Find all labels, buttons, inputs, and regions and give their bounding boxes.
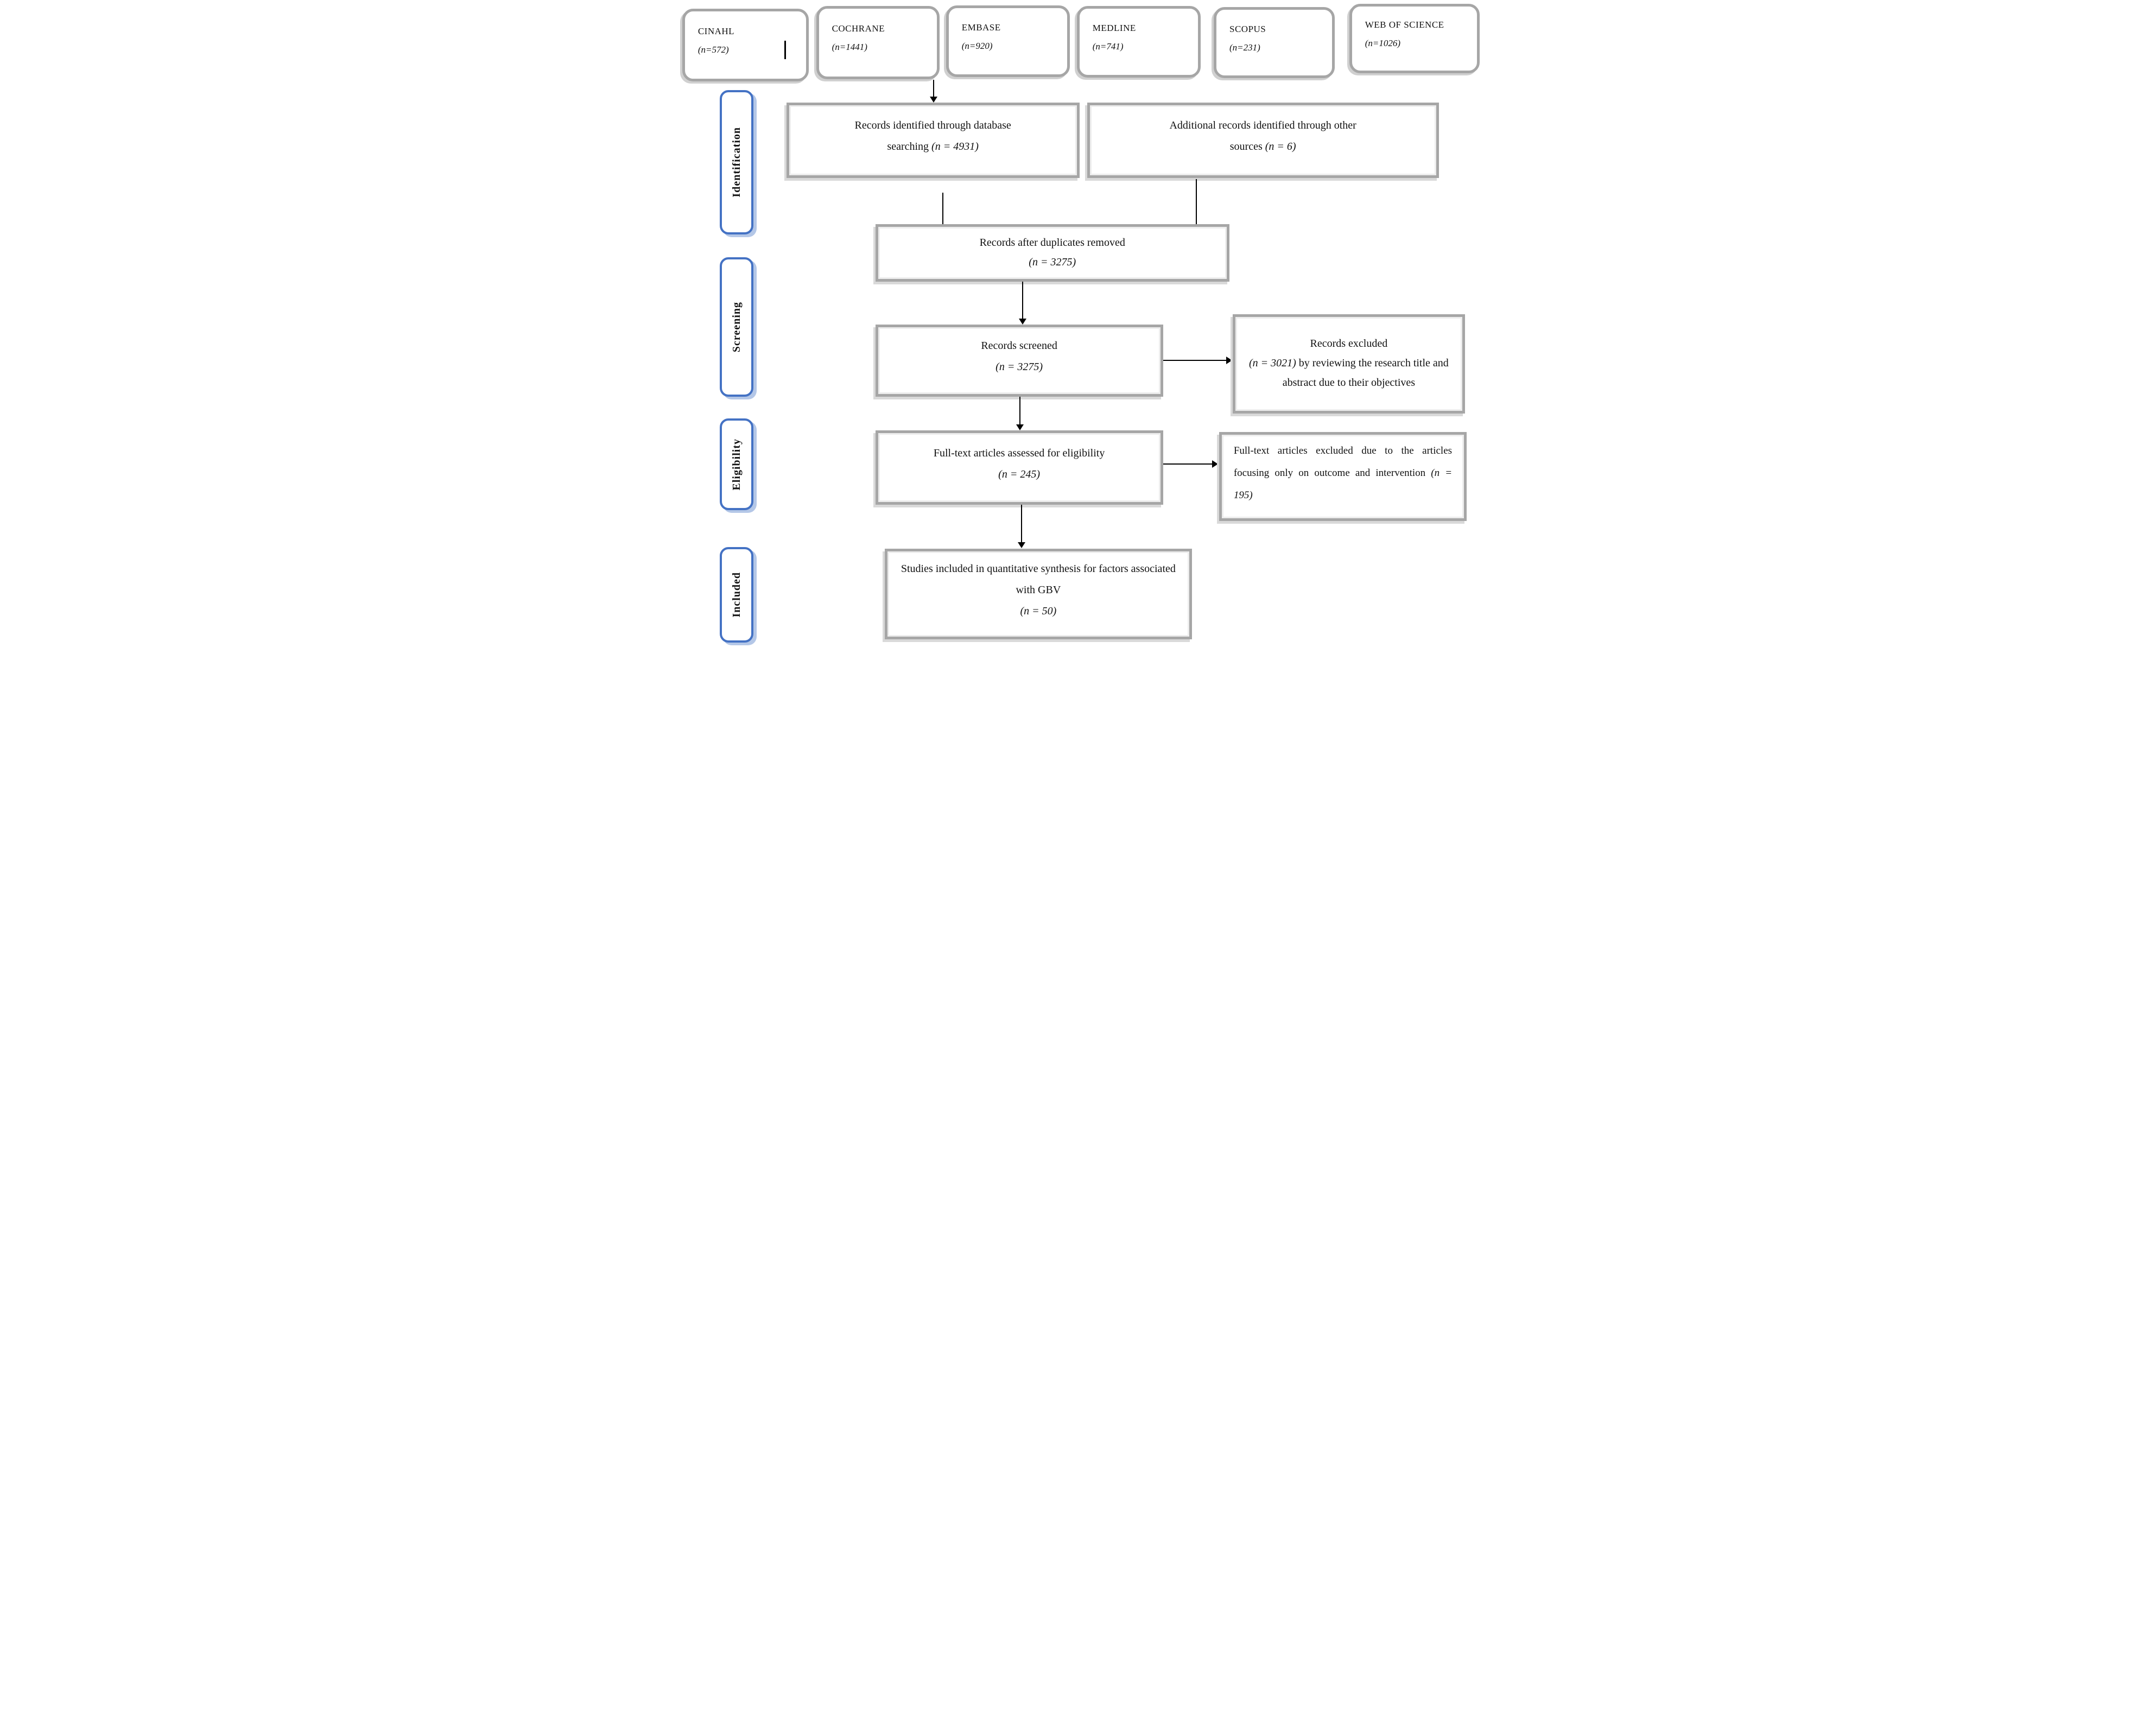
stage-label-text: Eligibility [730, 438, 743, 491]
box-text-line: Full-text articles assessed for eligibil… [933, 447, 1105, 459]
box-text: Full-text articles assessed for eligibil… [925, 440, 1114, 496]
box-duplicates-removed: Records after duplicates removed (n = 32… [875, 224, 1229, 282]
box-records-identified: Records identified through database sear… [786, 103, 1080, 178]
arrow-duplicates-to-screened [1022, 281, 1023, 324]
cursor-line [784, 41, 786, 59]
box-text-line: Full-text articles excluded due to the a… [1233, 445, 1453, 479]
box-records-excluded: Records excluded (n = 3021) by reviewing… [1232, 314, 1465, 414]
box-text-line: Records identified through database [854, 119, 1011, 132]
arrow-screened-to-fulltext [1019, 396, 1020, 429]
arrow-databases-to-identified [933, 79, 935, 102]
box-text-line: Records excluded [1310, 338, 1388, 350]
box-text-line: sources [1229, 141, 1263, 153]
box-count: (n = 3275) [1029, 256, 1076, 268]
box-additional-records: Additional records identified through ot… [1087, 103, 1439, 178]
box-text-line: by reviewing the research title and abst… [1282, 357, 1449, 389]
db-count: (n=1026) [1365, 38, 1400, 49]
box-count: (n = 6) [1265, 141, 1296, 153]
stage-label-text: Identification [730, 127, 743, 198]
db-box-cochrane: COCHRANE (n=1441) [816, 5, 940, 79]
db-count: (n=231) [1229, 42, 1260, 53]
db-box-medline: MEDLINE (n=741) [1076, 5, 1201, 78]
db-count: (n=572) [697, 44, 729, 55]
db-name: CINAHL [697, 26, 735, 36]
box-count: (n = 245) [998, 468, 1040, 480]
box-text-line: Records screened [981, 340, 1057, 352]
box-text: Records identified through database sear… [846, 112, 1020, 168]
box-count: (n = 4931) [931, 141, 979, 153]
db-box-embase: EMBASE (n=920) [946, 5, 1070, 78]
line-additional-to-duplicates [1196, 179, 1197, 224]
stage-label-text: Included [730, 571, 743, 618]
db-count: (n=1441) [832, 42, 867, 53]
db-name: COCHRANE [832, 23, 885, 34]
box-text: Additional records identified through ot… [1161, 112, 1365, 168]
line-identified-to-duplicates [942, 192, 943, 224]
box-count: (n = 3021) [1248, 357, 1296, 370]
db-box-scopus: SCOPUS (n=231) [1214, 7, 1335, 79]
stage-label-included: Included [720, 547, 753, 643]
arrow-fulltext-to-included [1020, 505, 1022, 547]
stage-label-identification: Identification [720, 90, 753, 234]
stage-label-text: Screening [730, 302, 743, 353]
box-text-line: searching [887, 141, 929, 153]
db-name: EMBASE [961, 22, 1001, 33]
box-records-screened: Records screened (n = 3275) [875, 324, 1163, 397]
db-count: (n=920) [961, 40, 993, 51]
prisma-flow-diagram: CINAHL (n=572) COCHRANE (n=1441) EMBASE … [674, 0, 1482, 648]
box-count: (n = 195) [1233, 467, 1453, 501]
box-count: (n = 3275) [995, 361, 1043, 373]
db-name: WEB OF SCIENCE [1365, 20, 1444, 30]
box-text-line: Records after duplicates removed [979, 236, 1125, 249]
stage-label-eligibility: Eligibility [720, 418, 753, 511]
box-text: Full-text articles excluded due to the a… [1222, 438, 1464, 514]
box-fulltext-excluded: Full-text articles excluded due to the a… [1219, 431, 1467, 521]
db-box-cinahl: CINAHL (n=572) [682, 8, 809, 82]
db-name: SCOPUS [1229, 23, 1266, 34]
box-text: Records excluded (n = 3021) by reviewing… [1235, 331, 1462, 397]
box-text: Records screened (n = 3275) [972, 332, 1066, 389]
box-text: Studies included in quantitative synthes… [887, 555, 1189, 633]
box-count: (n = 50) [1020, 605, 1057, 617]
stage-label-screening: Screening [720, 257, 753, 397]
box-text: Records after duplicates removed (n = 32… [971, 230, 1134, 276]
box-text-line: Studies included in quantitative synthes… [901, 562, 1176, 596]
box-text-line: Additional records identified through ot… [1169, 119, 1356, 132]
db-name: MEDLINE [1092, 23, 1136, 33]
db-box-web-of-science: WEB OF SCIENCE (n=1026) [1349, 4, 1480, 73]
arrow-fulltext-to-ftexcluded [1163, 463, 1217, 465]
db-count: (n=741) [1092, 41, 1124, 52]
arrow-screened-to-excluded [1163, 359, 1231, 361]
box-fulltext-assessed: Full-text articles assessed for eligibil… [875, 430, 1163, 505]
box-studies-included: Studies included in quantitative synthes… [884, 548, 1192, 640]
